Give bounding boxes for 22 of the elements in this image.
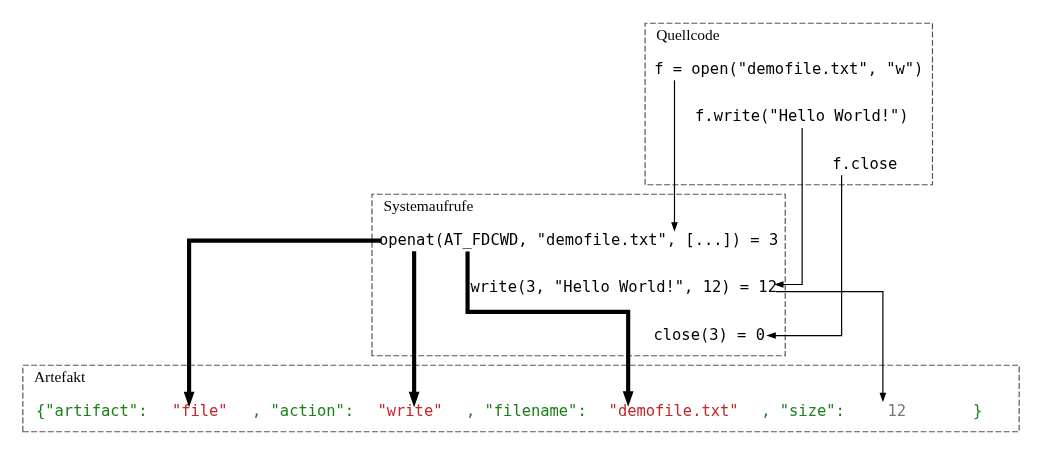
- node-text: f.close: [832, 154, 898, 173]
- label: , "filename":: [465, 401, 587, 420]
- node-text: "write": [377, 401, 443, 420]
- label: }: [972, 401, 983, 420]
- node-text: "file": [171, 401, 228, 420]
- node-text: "demofile.txt": [608, 401, 739, 420]
- arrow: [774, 127, 803, 288]
- arrow: [775, 291, 887, 403]
- node-text: 12: [887, 401, 907, 420]
- label: {"artifact":: [36, 401, 148, 420]
- arrow: [465, 251, 634, 407]
- node-text: close(3) = 0: [653, 325, 765, 344]
- node-text: openat(AT_FDCWD, "demofile.txt", [...]) = 3: [378, 230, 779, 249]
- node-text: write(3, "Hello World!", 12) = 12: [470, 278, 777, 297]
- label: , "size":: [761, 401, 845, 420]
- arrow: [183, 238, 382, 408]
- arrow: [671, 79, 678, 232]
- arrow: [766, 174, 843, 339]
- node-text: f = open("demofile.txt", "w"): [654, 59, 924, 78]
- label: , "action":: [252, 401, 355, 420]
- node-text: f.write("Hello World!"): [695, 107, 909, 126]
- arrow: [408, 251, 420, 408]
